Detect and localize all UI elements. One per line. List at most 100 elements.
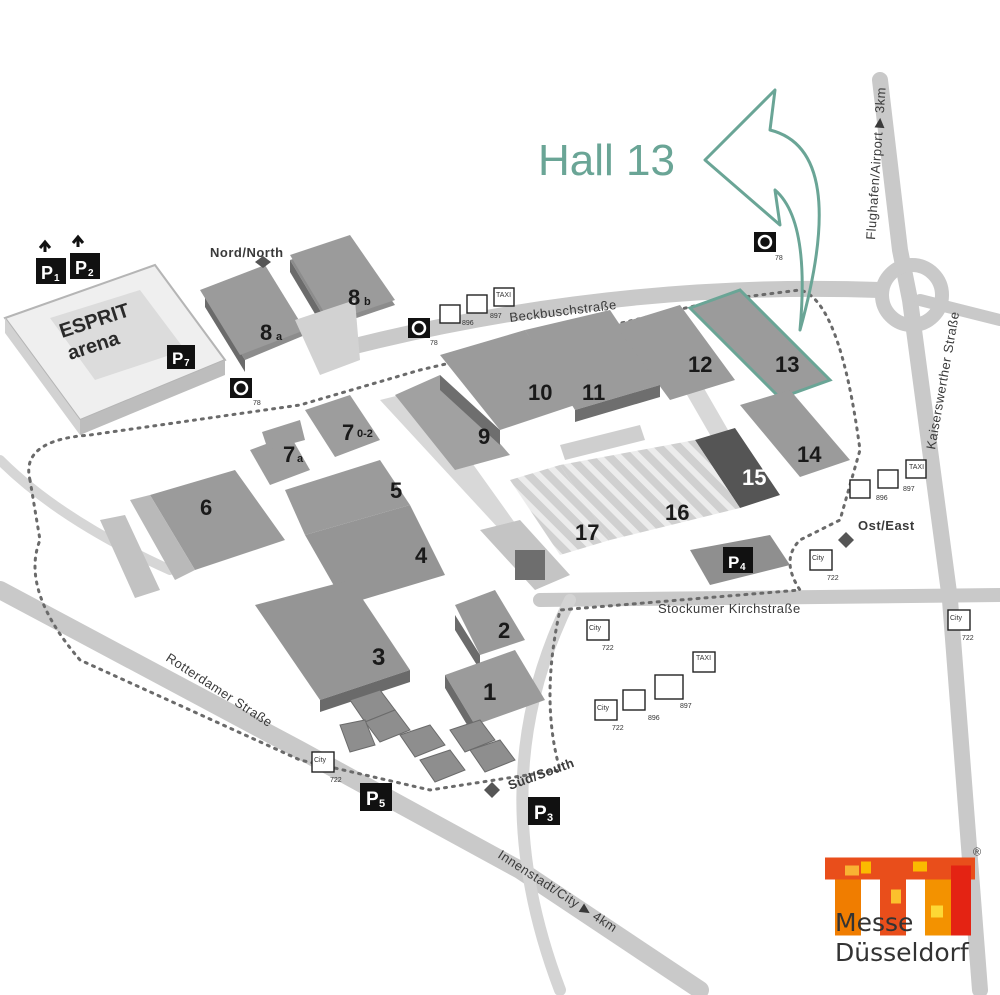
hall-label-7a-sub: a xyxy=(297,453,304,465)
hall-8a-block[interactable] xyxy=(200,265,305,355)
svg-text:TAXI: TAXI xyxy=(496,292,511,299)
hall-6-block[interactable] xyxy=(150,470,285,570)
parking-p5[interactable]: P 5 xyxy=(360,783,392,811)
hall-5-block[interactable] xyxy=(285,460,410,535)
hall-buildings xyxy=(100,235,850,783)
hall-label-8b-sub: b xyxy=(364,296,371,308)
parking-p1[interactable]: P 1 xyxy=(36,239,66,284)
hall-13-callout-arrow xyxy=(703,88,821,332)
hall-label-16: 16 xyxy=(665,500,689,525)
hall-1-block[interactable] xyxy=(445,650,545,725)
hall-13-block[interactable] xyxy=(687,288,833,400)
hall-label-4: 4 xyxy=(415,543,428,568)
hall-4-block[interactable] xyxy=(305,505,445,605)
svg-text:896: 896 xyxy=(876,495,888,502)
hall-label-3: 3 xyxy=(372,644,385,671)
svg-text:722: 722 xyxy=(612,725,624,732)
roundabout xyxy=(875,258,949,332)
svg-text:78: 78 xyxy=(775,255,783,262)
ubahn-78-icon-beck: 78 xyxy=(408,318,438,347)
hall-7o2-block[interactable] xyxy=(305,395,380,457)
svg-text:P: P xyxy=(41,263,53,283)
svg-text:897: 897 xyxy=(680,703,692,710)
svg-text:5: 5 xyxy=(379,798,385,810)
svg-text:City: City xyxy=(812,555,825,562)
svg-text:Süd/South: Süd/South xyxy=(506,755,576,793)
hall-label-10: 10 xyxy=(528,380,552,405)
hall-2-block[interactable] xyxy=(455,590,525,655)
hall-label-9: 9 xyxy=(478,424,490,449)
hall-label-7o2: 7 xyxy=(342,420,354,445)
hall-label-8a: 8 xyxy=(260,320,272,345)
hall-label-2: 2 xyxy=(498,618,510,643)
hall-label-13: 13 xyxy=(775,352,799,377)
logo-line1: Messe xyxy=(835,908,914,937)
svg-text:P: P xyxy=(366,789,379,810)
svg-text:2: 2 xyxy=(88,268,94,279)
svg-text:897: 897 xyxy=(490,313,502,320)
hall-labels: 1 2 3 4 5 6 7 a 7 0-2 8 a 8 b 9 10 11 12… xyxy=(200,285,822,706)
hall-16-block[interactable] xyxy=(560,440,740,540)
hall-13-callout: Hall 13 xyxy=(538,136,675,185)
hall-17-block[interactable] xyxy=(510,465,610,555)
bus-cluster-south: City 722 896 897 TAXI xyxy=(594,651,716,732)
svg-text:78: 78 xyxy=(430,340,438,347)
svg-text:78: 78 xyxy=(253,400,261,407)
svg-text:897: 897 xyxy=(903,486,915,493)
messe-logo-text: Messe Düsseldorf xyxy=(835,908,969,968)
hall-label-14: 14 xyxy=(797,442,822,467)
entrance-north: Nord/North xyxy=(210,245,283,268)
road-city: Innenstadt/City ▶ 4km xyxy=(495,847,620,935)
hall-label-5: 5 xyxy=(390,478,402,503)
svg-text:P: P xyxy=(728,553,739,572)
hall-label-1: 1 xyxy=(483,679,496,706)
svg-text:4: 4 xyxy=(740,562,746,573)
hall-label-8a-sub: a xyxy=(276,331,283,343)
hall-7a-block[interactable] xyxy=(250,435,310,485)
logo-line2: Düsseldorf xyxy=(835,938,969,967)
hall-label-6: 6 xyxy=(200,495,212,520)
hall-label-12: 12 xyxy=(688,352,712,377)
hall-label-11: 11 xyxy=(582,380,605,405)
parking-p2[interactable]: P 2 xyxy=(70,234,100,279)
svg-text:P: P xyxy=(75,258,87,278)
bus-city-rotterdamer: City 722 xyxy=(311,751,342,784)
parking-p4[interactable]: P 4 xyxy=(723,547,753,573)
hall-12-block[interactable] xyxy=(615,305,735,400)
svg-text:TAXI: TAXI xyxy=(696,655,711,662)
messe-logo-icon: ® xyxy=(825,847,981,936)
parking-p3[interactable]: P 3 xyxy=(528,797,560,825)
svg-text:TAXI: TAXI xyxy=(909,464,924,471)
road-kaiserswerther: Kaiserswerther Straße xyxy=(923,310,962,450)
svg-text:City: City xyxy=(589,625,602,632)
svg-text:722: 722 xyxy=(602,645,614,652)
hall-label-8b: 8 xyxy=(348,285,360,310)
south-pavilion xyxy=(339,689,516,783)
hall-15-block[interactable] xyxy=(695,428,780,508)
bus-city-east: City 722 xyxy=(809,549,839,582)
svg-text:3: 3 xyxy=(547,812,553,824)
parking-p7[interactable]: P 7 xyxy=(167,345,195,369)
hall-9-block[interactable] xyxy=(395,375,510,470)
hall-label-15: 15 xyxy=(742,465,766,490)
hall-14-block[interactable] xyxy=(740,390,850,477)
svg-text:City: City xyxy=(597,705,610,712)
svg-text:896: 896 xyxy=(648,715,660,722)
hall-label-7o2-sub: 0-2 xyxy=(357,428,373,440)
svg-text:722: 722 xyxy=(827,575,839,582)
ubahn-78-icon-north: 78 xyxy=(230,378,261,407)
hall-8b-block[interactable] xyxy=(290,235,395,322)
svg-text:722: 722 xyxy=(330,777,342,784)
esprit-arena xyxy=(3,263,227,435)
road-stockumer: Stockumer Kirchstraße xyxy=(658,601,801,616)
bus-city-far-east: City 722 xyxy=(947,609,974,642)
logo-registered: ® xyxy=(973,847,981,859)
svg-text:City: City xyxy=(314,757,327,764)
svg-text:722: 722 xyxy=(962,635,974,642)
svg-text:Ost/East: Ost/East xyxy=(858,518,915,533)
svg-text:P: P xyxy=(534,803,547,824)
svg-text:7: 7 xyxy=(184,358,190,369)
hall-3-block[interactable] xyxy=(255,580,410,700)
svg-text:City: City xyxy=(950,615,963,622)
bus-cluster-east: 896 897 TAXI xyxy=(849,459,927,502)
